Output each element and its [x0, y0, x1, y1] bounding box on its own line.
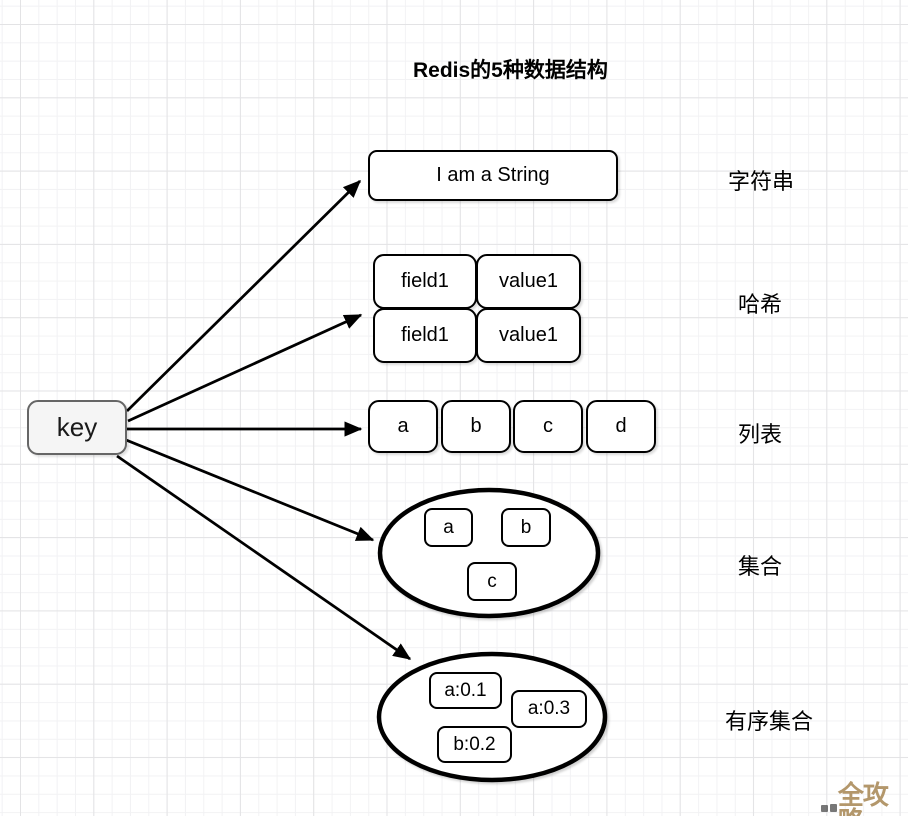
arrow-key-to-set: [125, 438, 375, 542]
list-cell: a: [368, 400, 438, 453]
list-cell: c: [513, 400, 583, 453]
sorted-set-member: a:0.3: [511, 690, 587, 728]
watermark-small-mark: [820, 802, 837, 814]
sorted-set-member: a:0.1: [429, 672, 502, 709]
set-member: c: [467, 562, 517, 601]
list-cell: b: [441, 400, 511, 453]
arrow-key-to-string: [126, 180, 361, 412]
hash-value-cell: value1: [476, 254, 581, 309]
label-hash: 哈希: [738, 292, 783, 317]
label-set: 集合: [738, 554, 783, 579]
label-string: 字符串: [728, 169, 795, 194]
watermark: 全攻略: [820, 782, 908, 816]
sorted-set-member: b:0.2: [437, 726, 512, 763]
label-sorted-set: 有序集合: [725, 709, 814, 734]
arrow-key-to-sorted-set: [116, 454, 412, 661]
key-node: key: [27, 400, 127, 455]
arrow-key-to-hash: [127, 313, 363, 423]
hash-field-cell: field1: [373, 308, 477, 363]
set-member: a: [424, 508, 473, 547]
hash-value-cell: value1: [476, 308, 581, 363]
list-cell: d: [586, 400, 656, 453]
watermark-text: 全攻略: [837, 780, 889, 816]
label-list: 列表: [738, 422, 783, 447]
diagram-title: Redis的5种数据结构: [413, 59, 608, 82]
string-node: I am a String: [368, 150, 618, 201]
hash-field-cell: field1: [373, 254, 477, 309]
set-member: b: [501, 508, 551, 547]
